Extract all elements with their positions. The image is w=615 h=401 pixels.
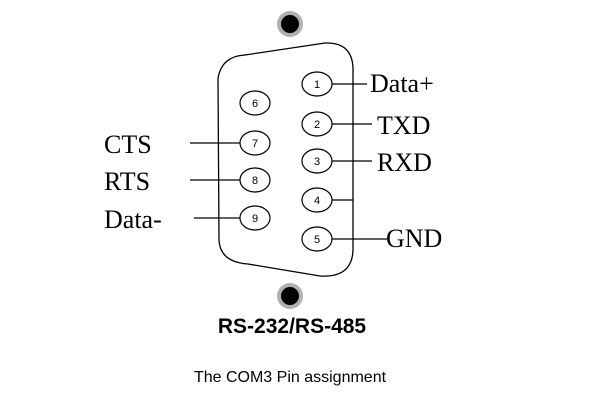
pin-number: 6 [252, 98, 258, 110]
pin-number: 7 [252, 138, 258, 150]
diagram-caption: The COM3 Pin assignment [194, 369, 387, 386]
pin-circle [301, 187, 333, 213]
signal-label-cts: CTS [104, 130, 152, 159]
signal-label-data: Data+ [370, 69, 434, 98]
pin-4: 4 [301, 187, 333, 213]
pin-number: 4 [314, 195, 320, 207]
pin-number: 8 [252, 175, 258, 187]
bottom-screw-icon [277, 283, 303, 309]
signal-label-gnd: GND [386, 224, 442, 253]
pin-circle [239, 130, 271, 156]
pin-circle [239, 205, 271, 231]
pin-number: 1 [314, 79, 320, 91]
pin-circle [301, 226, 333, 252]
pin-circle [239, 167, 271, 193]
pin-number: 5 [314, 234, 320, 246]
pin-circle [239, 90, 271, 116]
pin-6: 6 [239, 90, 271, 116]
pin-5: 5 [301, 226, 333, 252]
pin-circle [301, 111, 333, 137]
pin-2: 2 [301, 111, 333, 137]
signal-label-rxd: RXD [377, 148, 432, 177]
pin-7: 7 [239, 130, 271, 156]
connector-shell [217, 42, 354, 277]
left-wiring [190, 142, 240, 219]
top-screw-icon [277, 11, 303, 37]
pin-9: 9 [239, 205, 271, 231]
right-wiring [332, 83, 387, 240]
pin-1: 1 [301, 71, 333, 97]
pin-circle [301, 71, 333, 97]
pin-number: 3 [314, 156, 320, 168]
pin-3: 3 [301, 148, 333, 174]
signal-label-txd: TXD [377, 111, 430, 140]
diagram-title: RS-232/RS-485 [218, 315, 367, 338]
signal-label-rts: RTS [104, 167, 150, 196]
signal-label-data: Data- [104, 205, 162, 234]
pin-number: 9 [252, 213, 258, 225]
pin-number: 2 [314, 119, 320, 131]
pin-8: 8 [239, 167, 271, 193]
pin-circle [301, 148, 333, 174]
